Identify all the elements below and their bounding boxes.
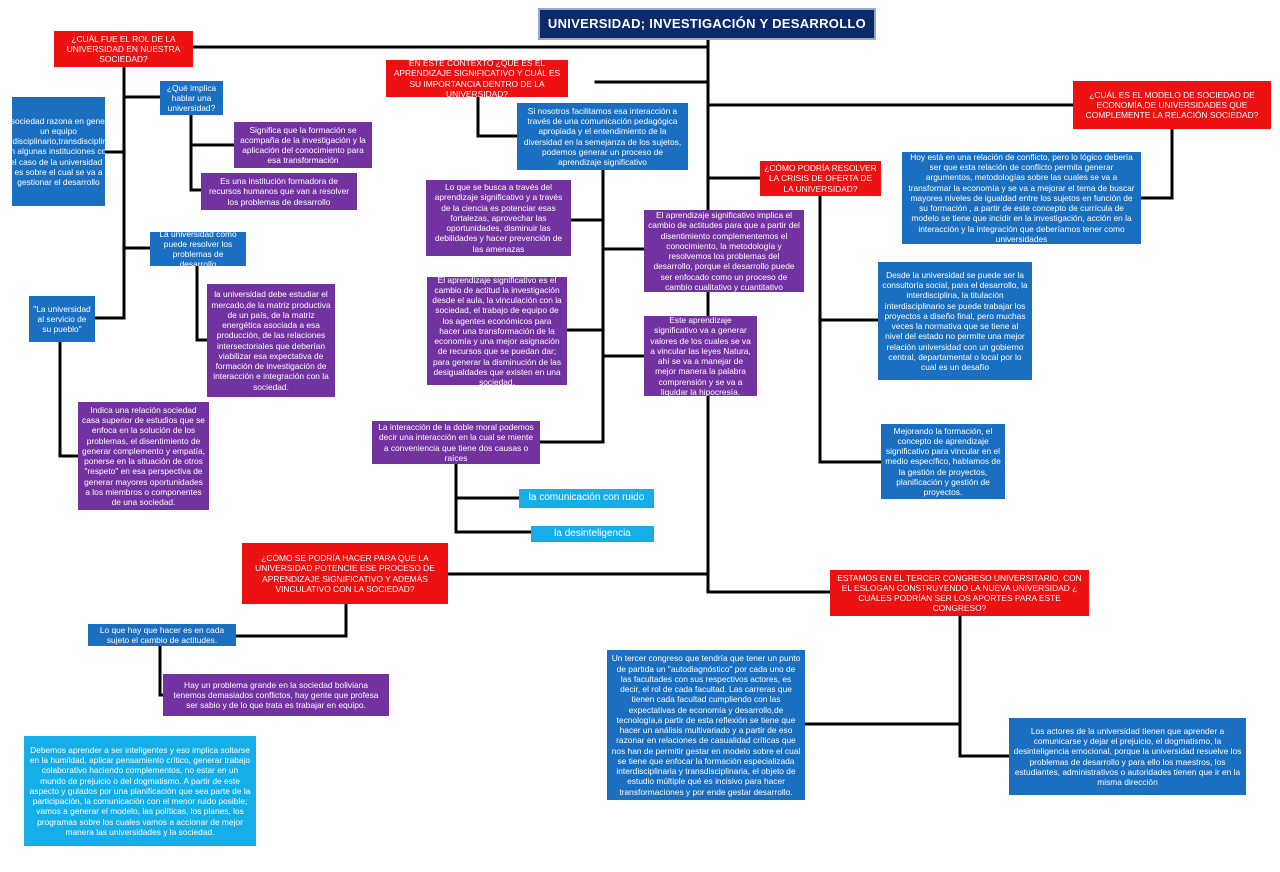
vincular-leyes-node: Este aprendizaje significativo va a gene… — [644, 316, 757, 396]
page-title: UNIVERSIDAD; INVESTIGACIÓN Y DESARROLLO — [538, 8, 876, 40]
significa-formacion-node: Significa que la formación se acompaña d… — [234, 122, 372, 168]
mejorando-formacion-node: Mejorando la formación, el concepto de a… — [881, 424, 1005, 499]
question-potenciar-aprendizaje: ¿CÓMO SE PODRÍA HACER PARA QUE LA UNIVER… — [242, 543, 448, 604]
doble-moral-node: La interacción de la doble moral podemos… — [372, 421, 540, 464]
cambio-actitudes-parte-node: El aprendizaje significativo implica el … — [644, 210, 804, 292]
consultoria-social-node: Desde la universidad se puede ser la con… — [878, 262, 1032, 380]
question-tercer-congreso: ESTAMOS EN EL TERCER CONGRESO UNIVERSITA… — [830, 570, 1089, 616]
question-rol-universidad: ¿CUÁL FUE EL ROL DE LA UNIVERSIDAD EN NU… — [54, 31, 193, 67]
problema-conflictos-node: Hay un problema grande en la sociedad bo… — [163, 674, 389, 716]
relacion-sociedad-node: Indica una relación sociedad casa superi… — [78, 402, 209, 510]
universidad-resolver-node: La universidad cómo puede resolver los p… — [150, 232, 246, 266]
desinteligencia-node: la desinteligencia — [531, 526, 654, 542]
lo-que-se-busca-node: Lo que se busca a través del aprendizaje… — [426, 180, 571, 256]
cambio-actitudes-node: Lo que hay que hacer es en cada sujeto e… — [88, 624, 236, 646]
equipo-interdisciplinario-node: la sociedad razona en generar un equipo … — [12, 97, 105, 206]
que-implica-node: ¿Qué implica hablar una universidad? — [160, 81, 223, 115]
universidad-servicio-node: "La universidad al servicio de su pueblo… — [29, 296, 95, 342]
institucion-formadora-node: Es una institución formadora de recursos… — [201, 173, 357, 210]
actores-universidad-node: Los actores de la universidad tienen que… — [1009, 718, 1246, 795]
facilitamos-interaccion-node: Si nosotros facilitamos esa interacción … — [517, 103, 688, 170]
question-modelo-sociedad: ¿CUÁL ES EL MODELO DE SOCIEDAD DE ECONOM… — [1073, 81, 1271, 129]
comunicacion-ruido-node: la comunicación con ruido — [519, 489, 654, 508]
relacion-conflicto-node: Hoy está en una relación de conflicto, p… — [902, 152, 1141, 244]
question-contexto-aprendizaje: EN ESTE CONTEXTO ¿QUÉ ES EL APRENDIZAJE … — [386, 60, 568, 97]
aprender-inteligentes-node: Debemos aprender a ser inteligentes y es… — [24, 736, 256, 846]
estudiar-mercado-node: la universidad debe estudiar el mercado,… — [207, 284, 335, 397]
question-resolver-crisis: ¿CÓMO PODRÍA RESOLVER LA CRISIS DE OFERT… — [760, 161, 881, 196]
cambio-actitud-investigacion-node: El aprendizaje significativo es el cambi… — [427, 277, 567, 385]
autodiagnostico-node: Un tercer congreso que tendría que tener… — [607, 650, 805, 800]
